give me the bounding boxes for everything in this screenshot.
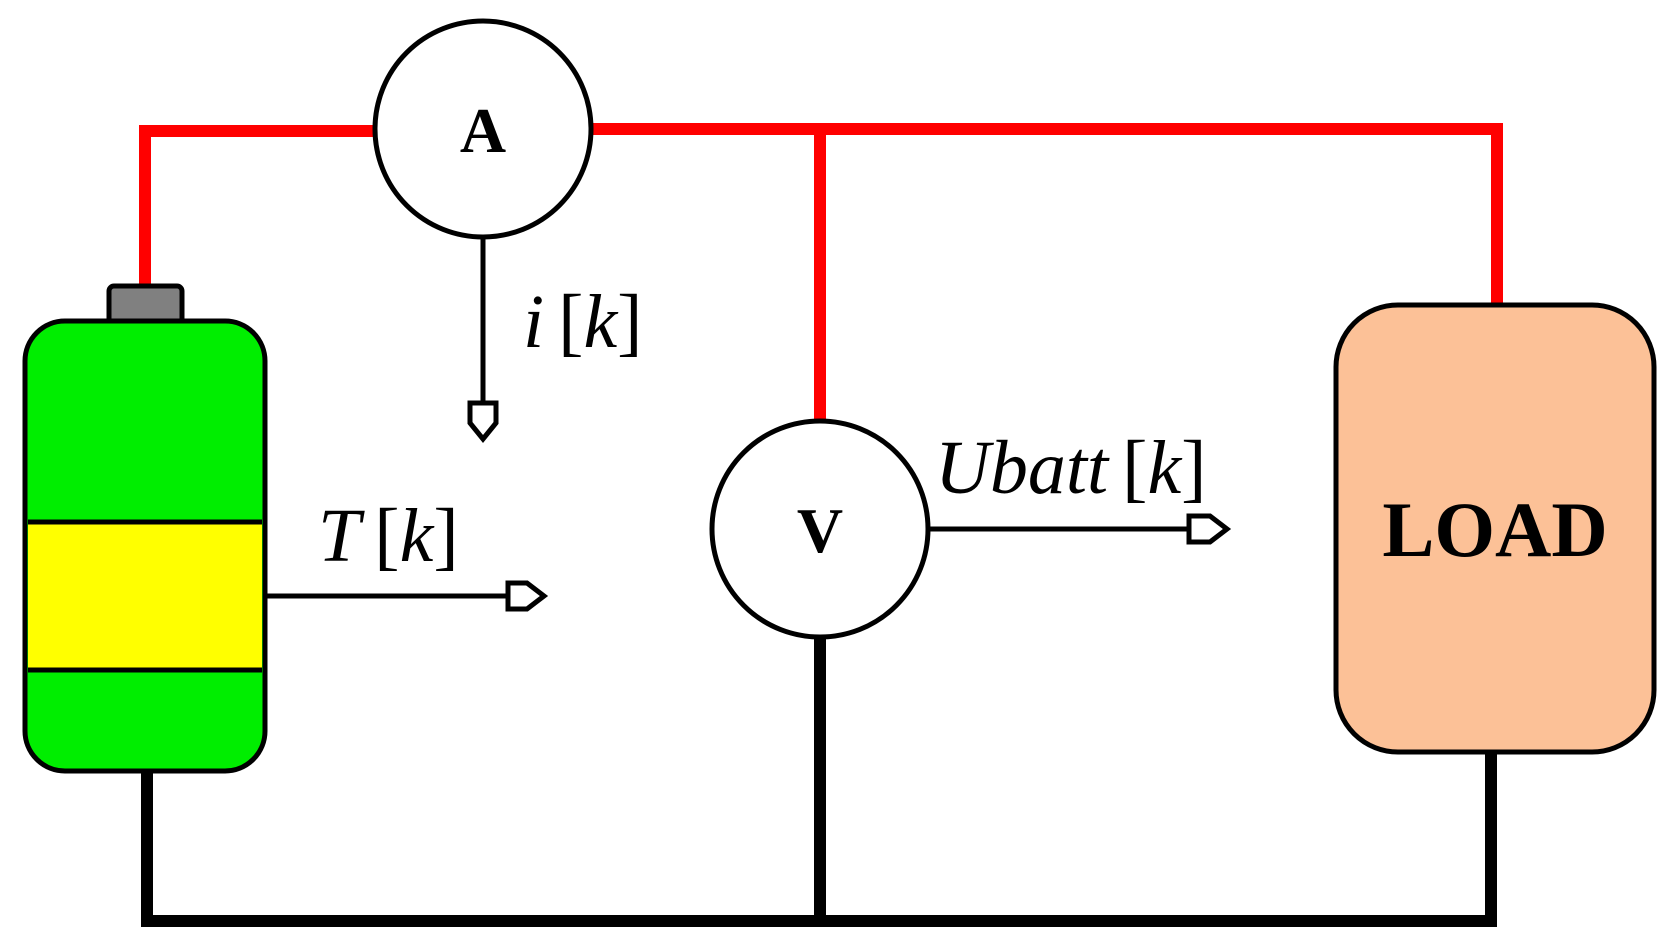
current-signal-arrow-icon [467,400,499,443]
temperature-signal-label: T[k] [318,494,459,578]
positive-wiring [139,123,1503,421]
load-box [1333,302,1657,755]
current-signal-name: i [523,280,544,364]
voltmeter-label: V [797,495,843,566]
temperature-signal-arrow-icon [505,580,549,612]
ammeter-label: A [460,95,506,166]
temperature-signal: T[k] [265,494,549,612]
temperature-signal-name: T [318,494,365,578]
load: LOAD [1333,302,1657,755]
battery [22,283,268,774]
battery-charge-band [28,522,262,670]
wire-battery-to-ammeter [139,125,375,290]
voltage-signal-name: Ubatt [935,426,1110,510]
current-signal: i[k] [467,237,642,443]
voltage-signal: Ubatt[k] [928,426,1232,545]
ammeter: A [372,18,594,240]
voltage-signal-arrow-icon [1186,513,1232,545]
battery-terminal [106,283,185,327]
wire-ammeter-to-load [592,123,1503,307]
current-signal-index: k [583,280,618,364]
voltage-signal-label: Ubatt[k] [935,426,1206,510]
voltmeter: V [709,418,931,640]
temperature-signal-index: k [400,494,435,578]
negative-wiring [141,637,1497,927]
load-label: LOAD [1382,486,1607,573]
voltage-signal-index: k [1147,426,1182,510]
current-signal-label: i[k] [523,280,642,364]
